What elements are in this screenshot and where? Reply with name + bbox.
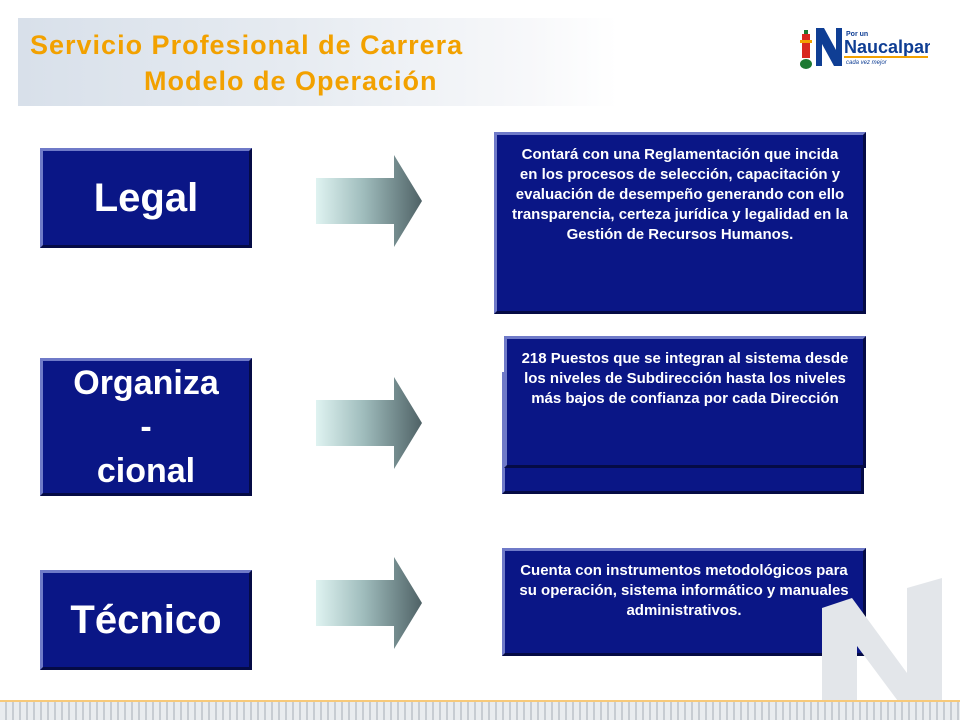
svg-text:cada vez mejor: cada vez mejor [846,60,888,66]
crest-icon [800,30,812,69]
description-organizacional: 218 Puestos que se integran al sistema d… [504,336,866,468]
page-subtitle: Modelo de Operación [144,66,438,96]
category-organizacional: Organiza-cional [40,358,252,496]
category-tecnico: Técnico [40,570,252,670]
n-watermark-icon [822,578,942,720]
header-banner [18,18,618,106]
right-arrow-icon [316,155,422,247]
right-arrow-icon [316,557,422,649]
category-legal: Legal [40,148,252,248]
category-organizacional-label: Organiza-cional [73,363,219,491]
right-arrow-icon [316,377,422,469]
bottom-stripe-bar [0,700,960,720]
page-title: Servicio Profesional de Carrera [30,30,464,60]
svg-text:Por un: Por un [846,31,868,38]
naucalpan-logo: Por un Naucalpan cada vez mejor [800,28,930,69]
description-legal: Contará con una Reglamentación que incid… [494,132,866,314]
svg-text:Naucalpan: Naucalpan [844,37,930,57]
description-tecnico: Cuenta con instrumentos metodológicos pa… [502,548,866,656]
